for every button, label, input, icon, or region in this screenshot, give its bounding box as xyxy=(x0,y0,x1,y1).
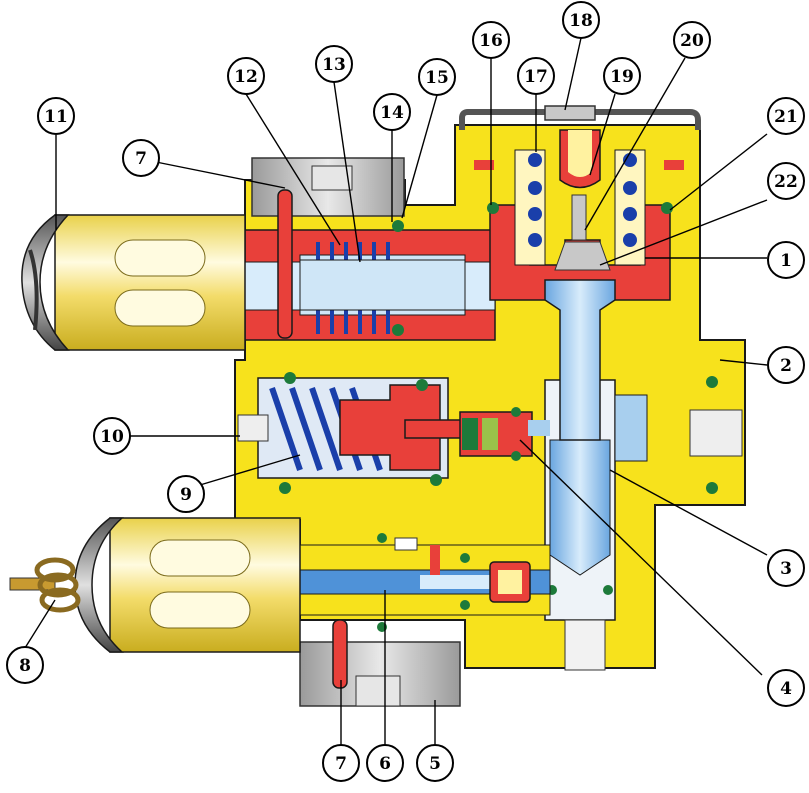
callout-label: 6 xyxy=(379,754,391,774)
callout-label: 4 xyxy=(780,679,792,699)
callout-3: 3 xyxy=(767,549,805,587)
lower-hose-cap xyxy=(9,517,301,653)
callout-label: 22 xyxy=(774,172,798,192)
callout-18: 18 xyxy=(562,1,600,39)
top-cap-frame xyxy=(459,105,701,130)
callout-label: 12 xyxy=(234,67,258,87)
red-rod-upper xyxy=(277,189,293,339)
seal-ring xyxy=(392,220,404,232)
callout-label: 10 xyxy=(100,427,124,447)
middle-spring-chamber xyxy=(237,372,476,494)
callout-label: 7 xyxy=(335,754,347,774)
callout-label: 14 xyxy=(380,103,404,123)
callout-label: 1 xyxy=(780,251,792,271)
top-springs xyxy=(528,153,637,247)
callouts: 11 7 12 13 14 15 16 17 18 19 20 21 22 1 … xyxy=(6,1,805,782)
callout-22: 22 xyxy=(767,162,805,200)
callout-7-top: 7 xyxy=(122,139,160,177)
callout-label: 18 xyxy=(569,11,593,31)
callout-12: 12 xyxy=(227,57,265,95)
red-rod-lower xyxy=(332,619,348,689)
callout-label: 2 xyxy=(780,356,792,376)
callout-label: 20 xyxy=(680,31,704,51)
small-red-valve xyxy=(459,407,533,461)
callout-2: 2 xyxy=(767,346,805,384)
callout-19: 19 xyxy=(603,57,641,95)
upper-gray-fitting xyxy=(251,157,405,217)
callout-4: 4 xyxy=(767,669,805,707)
callout-9: 9 xyxy=(167,475,205,513)
callout-16: 16 xyxy=(472,21,510,59)
callout-label: 11 xyxy=(44,107,68,127)
seal-ring xyxy=(392,324,404,336)
top-right-mechanism xyxy=(474,129,684,441)
callout-13: 13 xyxy=(315,45,353,83)
callout-11: 11 xyxy=(37,97,75,135)
lower-gray-fitting xyxy=(299,641,461,707)
callout-label: 19 xyxy=(610,67,634,87)
callout-label: 3 xyxy=(780,559,792,579)
callout-label: 8 xyxy=(19,656,31,676)
callout-14: 14 xyxy=(373,93,411,131)
callout-label: 9 xyxy=(180,485,192,505)
lower-bore-assembly xyxy=(299,533,551,689)
callout-10: 10 xyxy=(93,417,131,455)
leader-lines xyxy=(24,37,768,745)
callout-label: 15 xyxy=(425,68,449,88)
callout-7-bottom: 7 xyxy=(322,744,360,782)
callout-20: 20 xyxy=(673,21,711,59)
callout-21: 21 xyxy=(767,97,805,135)
callout-label: 13 xyxy=(322,55,346,75)
callout-17: 17 xyxy=(517,57,555,95)
callout-label: 21 xyxy=(774,107,798,127)
callout-label: 16 xyxy=(479,31,503,51)
callout-label: 7 xyxy=(135,149,147,169)
upper-hose-cap xyxy=(21,214,246,351)
wire-coil xyxy=(34,557,81,613)
callout-label: 5 xyxy=(429,754,441,774)
callout-1: 1 xyxy=(767,241,805,279)
callout-6: 6 xyxy=(366,744,404,782)
callout-5: 5 xyxy=(416,744,454,782)
callout-label: 17 xyxy=(524,67,548,87)
callout-8: 8 xyxy=(6,646,44,684)
callout-15: 15 xyxy=(418,58,456,96)
middle-spring xyxy=(269,387,383,471)
